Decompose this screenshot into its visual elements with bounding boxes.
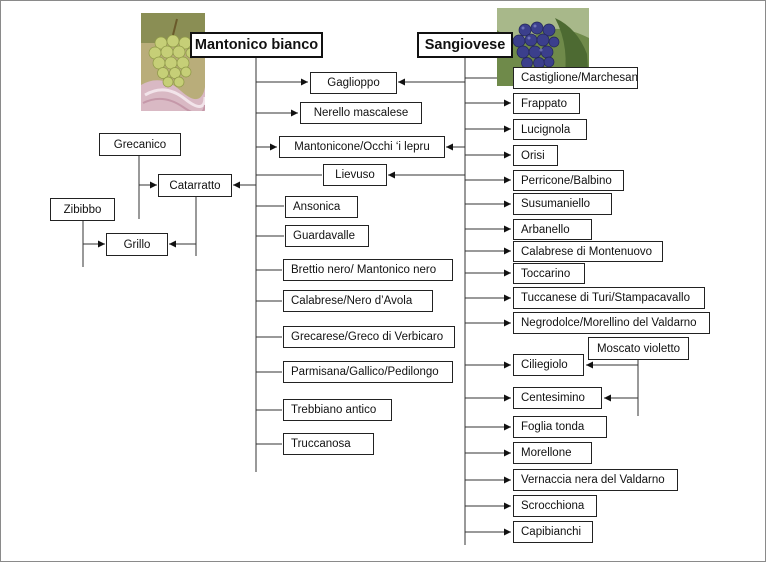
variety-negrodolce: Negrodolce/Morellino del Valdarno <box>513 312 710 334</box>
parent-mantonico-bianco: Mantonico bianco <box>190 32 323 58</box>
variety-tuccanese-di-turi: Tuccanese di Turi/Stampacavallo <box>513 287 705 309</box>
variety-brettio-nero: Brettio nero/ Mantonico nero <box>283 259 453 281</box>
variety-calabrese-di-montenuovo: Calabrese di Montenuovo <box>513 241 663 262</box>
variety-centesimino: Centesimino <box>513 387 602 409</box>
variety-vernaccia-nera-del-valdarno: Vernaccia nera del Valdarno <box>513 469 678 491</box>
variety-perricone: Perricone/Balbino <box>513 170 624 191</box>
variety-toccarino: Toccarino <box>513 263 585 284</box>
variety-orisi: Orisi <box>513 145 558 166</box>
variety-zibibbo: Zibibbo <box>50 198 115 221</box>
variety-parmisana: Parmisana/Gallico/Pedilongo <box>283 361 453 383</box>
white-grape-cluster-photo <box>141 13 205 111</box>
variety-ansonica: Ansonica <box>285 196 358 218</box>
variety-lievuso: Lievuso <box>323 164 387 186</box>
variety-scrocchiona: Scrocchiona <box>513 495 597 517</box>
variety-castiglione: Castiglione/Marchesana <box>513 67 638 89</box>
variety-grillo: Grillo <box>106 233 168 256</box>
parent-sangiovese: Sangiovese <box>417 32 513 58</box>
variety-guardavalle: Guardavalle <box>285 225 369 247</box>
variety-lucignola: Lucignola <box>513 119 587 140</box>
variety-ciliegiolo: Ciliegiolo <box>513 354 584 376</box>
variety-mantonicone: Mantonicone/Occhi ‘i lepru <box>279 136 445 158</box>
variety-arbanello: Arbanello <box>513 219 592 240</box>
variety-susumaniello: Susumaniello <box>513 193 612 215</box>
variety-grecarese: Grecarese/Greco di Verbicaro <box>283 326 455 348</box>
variety-foglia-tonda: Foglia tonda <box>513 416 607 438</box>
variety-morellone: Morellone <box>513 442 592 464</box>
variety-capibianchi: Capibianchi <box>513 521 593 543</box>
variety-moscato-violetto: Moscato violetto <box>588 337 689 360</box>
variety-nerello-mascalese: Nerello mascalese <box>300 102 422 124</box>
variety-truccanosa: Truccanosa <box>283 433 374 455</box>
variety-frappato: Frappato <box>513 93 580 114</box>
variety-trebbiano-antico: Trebbiano antico <box>283 399 392 421</box>
variety-gaglioppo: Gaglioppo <box>310 72 397 94</box>
variety-catarratto: Catarratto <box>158 174 232 197</box>
variety-grecanico: Grecanico <box>99 133 181 156</box>
variety-calabrese-nero-d-avola: Calabrese/Nero d’Avola <box>283 290 433 312</box>
